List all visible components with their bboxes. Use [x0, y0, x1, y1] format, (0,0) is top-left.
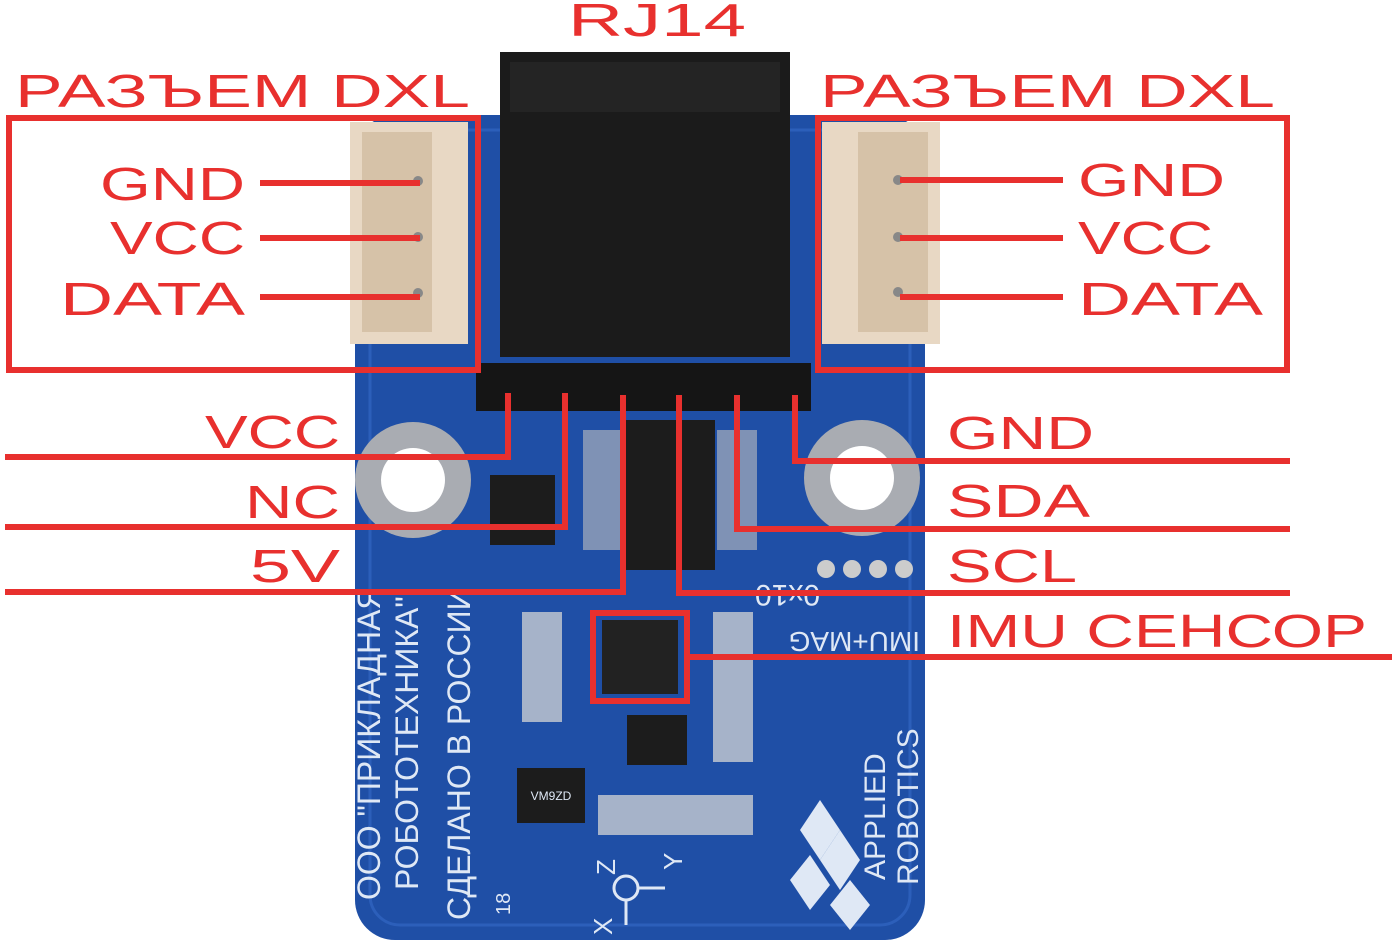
right-pin-vcc: VCC	[1078, 212, 1213, 264]
header-pin-vcc: VCC	[205, 406, 340, 458]
dxl-connector-left	[350, 122, 468, 344]
ic-sot	[627, 715, 687, 765]
label-dxl-left: РАЗЪЕМ DXL	[15, 65, 470, 117]
label-dxl-right: РАЗЪЕМ DXL	[820, 65, 1275, 117]
axis-z-label: Z	[591, 859, 621, 875]
header-pin-gnd: GND	[947, 407, 1094, 459]
mounting-hole-right	[804, 420, 920, 536]
header-pin-sda: SDA	[947, 475, 1090, 527]
ic-vm9zd	[517, 768, 585, 823]
dxl-left-box	[6, 115, 481, 373]
left-pin-vcc: VCC	[110, 212, 245, 264]
silk-sensor: IMU+MAG	[789, 626, 920, 657]
silk-company-2: РОБОТОТЕХНИКА"	[389, 596, 425, 890]
label-imu-sensor: IMU СЕНСОР	[947, 605, 1367, 657]
right-pin-data: DATA	[1078, 273, 1263, 325]
dxl-connector-right	[822, 122, 940, 344]
header-pin-scl: SCL	[947, 540, 1077, 592]
mounting-hole-left	[355, 422, 471, 538]
axis-y-label: Y	[658, 853, 688, 870]
header-pin-5v: 5V	[250, 540, 341, 592]
silk-company-1: ООО "ПРИКЛАДНАЯ	[351, 586, 387, 900]
silk-brand-1: APPLIED	[859, 753, 892, 880]
label-rj14: RJ14	[568, 0, 746, 46]
ic-regulator	[490, 475, 555, 545]
applied-robotics-logo	[790, 800, 870, 930]
annotation-lines	[5, 115, 1392, 704]
silk-size: 18	[493, 893, 515, 915]
right-pin-gnd: GND	[1078, 154, 1225, 206]
imu-chip	[602, 620, 678, 694]
silk-brand-2: ROBOTICS	[892, 728, 925, 885]
left-pin-data: DATA	[60, 273, 245, 325]
axis-diagram: Z Y X 18	[493, 853, 688, 935]
left-pin-gnd: GND	[100, 158, 245, 210]
ic-main	[625, 420, 715, 570]
axis-x-label: X	[588, 918, 618, 935]
chip-mark: VM9ZD	[531, 789, 572, 803]
header-pin-nc: NC	[245, 476, 340, 528]
pin-header	[476, 363, 811, 411]
header-pads	[817, 560, 913, 578]
silk-made-in: СДЕЛАНО В РОССИИ	[441, 587, 477, 920]
dxl-right-box	[815, 115, 1290, 373]
passive-components	[522, 612, 753, 835]
